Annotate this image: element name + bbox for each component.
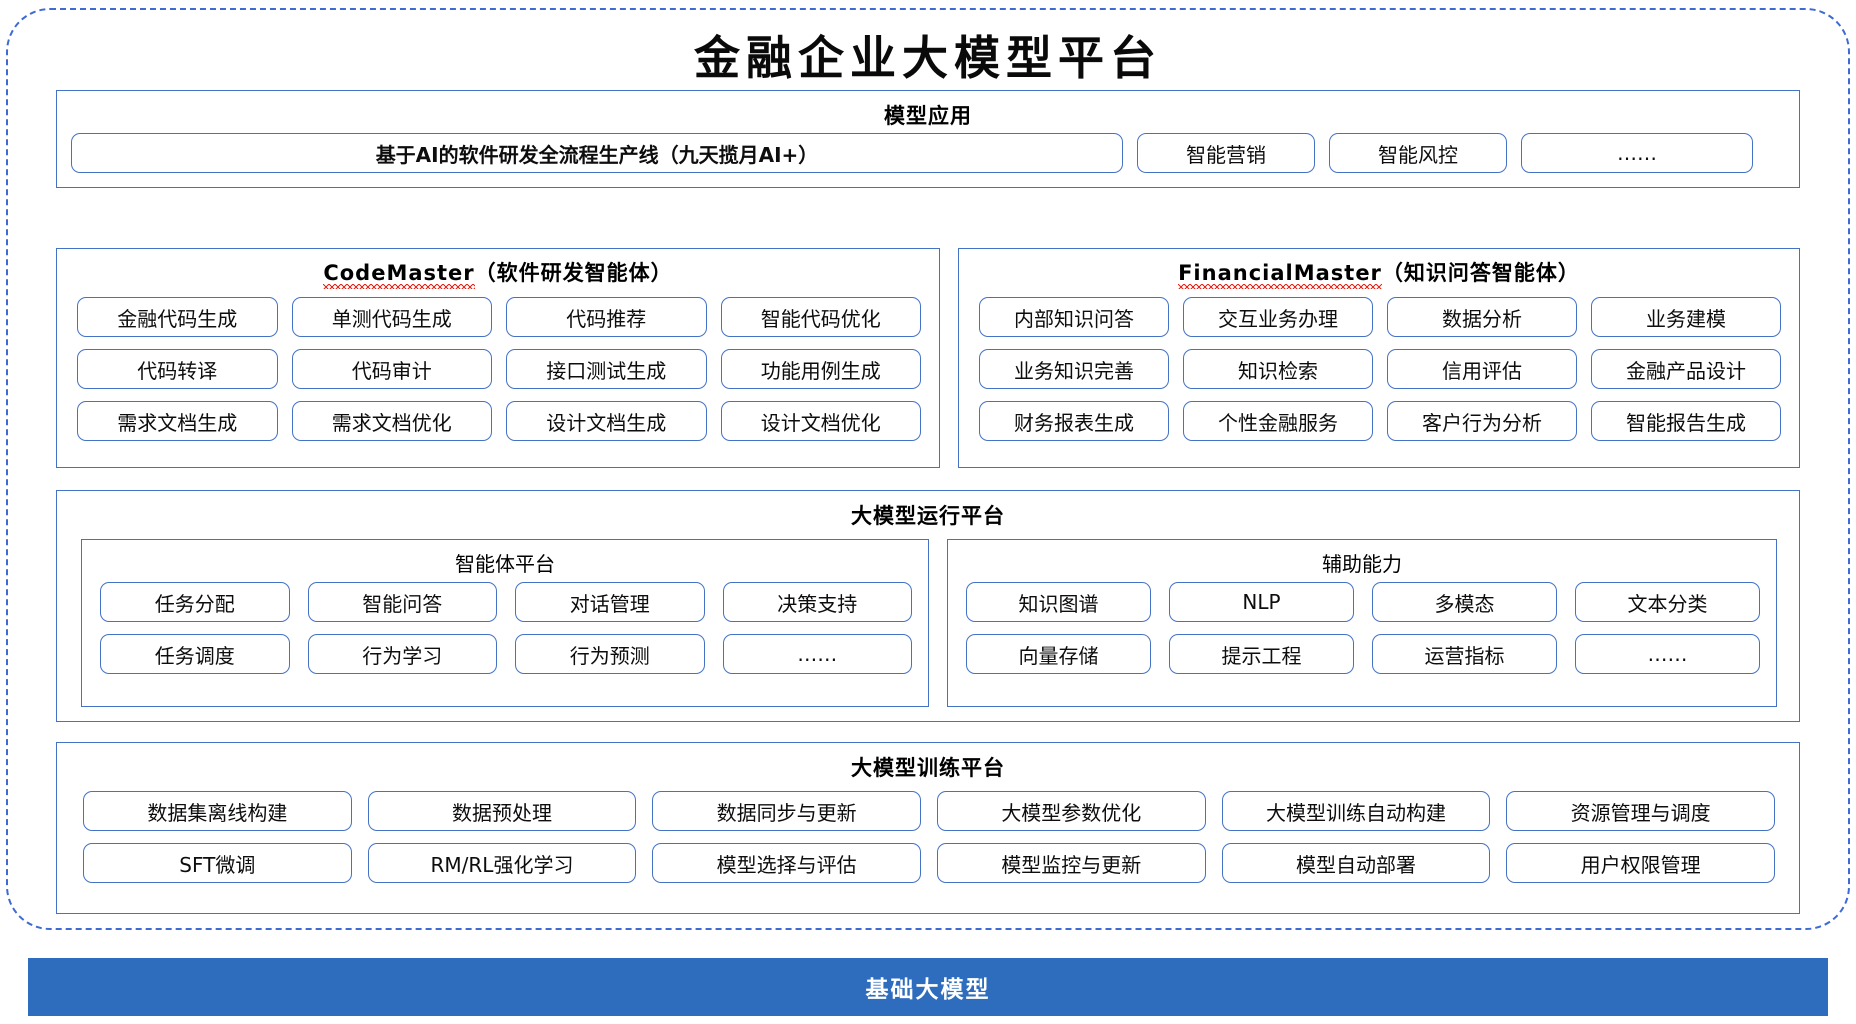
tile-training-6[interactable]: SFT微调 (83, 843, 352, 883)
aux-capability-tile-grid: 知识图谱 NLP 多模态 文本分类 向量存储 提示工程 运营指标 …… (966, 582, 1760, 674)
tile-aux-capability-1[interactable]: NLP (1169, 582, 1354, 622)
tile-financial-master-6[interactable]: 信用评估 (1387, 349, 1577, 389)
subsection-agent-platform: 智能体平台 任务分配 智能问答 对话管理 决策支持 任务调度 行为学习 行为预测… (81, 539, 929, 707)
tile-agent-platform-5[interactable]: 行为学习 (307, 634, 497, 674)
page-title: 金融企业大模型平台 (694, 31, 1162, 85)
tile-code-master-8[interactable]: 需求文档生成 (77, 401, 278, 441)
tile-training-5[interactable]: 资源管理与调度 (1506, 791, 1775, 831)
tile-code-master-5[interactable]: 代码审计 (291, 349, 492, 389)
tile-training-7[interactable]: RM/RL强化学习 (367, 843, 637, 883)
tile-training-9[interactable]: 模型监控与更新 (936, 843, 1206, 883)
subsection-title-aux-capability: 辅助能力 (1322, 552, 1402, 576)
section-title-financial-master: FinancialMaster（知识问答智能体） (959, 257, 1799, 289)
tile-aux-capability-7[interactable]: …… (1575, 634, 1760, 674)
tile-smart-risk-control[interactable]: 智能风控 (1329, 133, 1507, 173)
tile-code-master-4[interactable]: 代码转译 (77, 349, 278, 389)
section-title-code-master: CodeMaster（软件研发智能体） (57, 257, 939, 289)
tile-financial-master-2[interactable]: 数据分析 (1387, 297, 1577, 337)
tile-agent-platform-3[interactable]: 决策支持 (722, 582, 912, 622)
tile-aux-capability-3[interactable]: 文本分类 (1575, 582, 1760, 622)
tile-code-master-6[interactable]: 接口测试生成 (506, 349, 707, 389)
tile-financial-master-9[interactable]: 个性金融服务 (1183, 401, 1373, 441)
tile-agent-platform-6[interactable]: 行为预测 (515, 634, 705, 674)
financial-master-subtitle: （知识问答智能体） (1381, 261, 1580, 285)
tile-training-0[interactable]: 数据集离线构建 (83, 791, 352, 831)
section-financial-master: FinancialMaster（知识问答智能体） 内部知识问答 交互业务办理 数… (958, 248, 1800, 468)
tile-aux-capability-5[interactable]: 提示工程 (1169, 634, 1354, 674)
section-training-platform: 大模型训练平台 数据集离线构建 数据预处理 数据同步与更新 大模型参数优化 大模… (56, 742, 1800, 914)
tile-financial-master-4[interactable]: 业务知识完善 (979, 349, 1169, 389)
tile-aux-capability-6[interactable]: 运营指标 (1372, 634, 1557, 674)
tile-code-master-7[interactable]: 功能用例生成 (720, 349, 921, 389)
tile-training-10[interactable]: 模型自动部署 (1221, 843, 1491, 883)
tile-more-applications[interactable]: …… (1521, 133, 1753, 173)
agent-platform-tile-grid: 任务分配 智能问答 对话管理 决策支持 任务调度 行为学习 行为预测 …… (100, 582, 912, 674)
tile-financial-master-0[interactable]: 内部知识问答 (979, 297, 1169, 337)
tile-financial-master-7[interactable]: 金融产品设计 (1591, 349, 1781, 389)
financial-master-tile-grid: 内部知识问答 交互业务办理 数据分析 业务建模 业务知识完善 知识检索 信用评估… (979, 297, 1781, 441)
code-master-tile-grid: 金融代码生成 单测代码生成 代码推荐 智能代码优化 代码转译 代码审计 接口测试… (77, 297, 921, 441)
tile-aux-capability-0[interactable]: 知识图谱 (966, 582, 1151, 622)
tile-agent-platform-0[interactable]: 任务分配 (100, 582, 290, 622)
tile-financial-master-11[interactable]: 智能报告生成 (1591, 401, 1781, 441)
tile-agent-platform-7[interactable]: …… (722, 634, 912, 674)
tile-training-2[interactable]: 数据同步与更新 (652, 791, 921, 831)
tile-code-master-0[interactable]: 金融代码生成 (77, 297, 278, 337)
tile-training-8[interactable]: 模型选择与评估 (652, 843, 921, 883)
section-title-training-platform: 大模型训练平台 (851, 756, 1005, 780)
tile-agent-platform-2[interactable]: 对话管理 (515, 582, 705, 622)
tile-financial-master-10[interactable]: 客户行为分析 (1387, 401, 1577, 441)
tile-code-master-1[interactable]: 单测代码生成 (291, 297, 492, 337)
tile-training-3[interactable]: 大模型参数优化 (936, 791, 1206, 831)
section-model-application: 模型应用 基于AI的软件研发全流程生产线（九天揽月AI+） 智能营销 智能风控 … (56, 90, 1800, 188)
tile-code-master-9[interactable]: 需求文档优化 (291, 401, 492, 441)
base-model-bar: 基础大模型 (28, 958, 1828, 1016)
outer-dashed-frame (6, 8, 1850, 930)
section-code-master: CodeMaster（软件研发智能体） 金融代码生成 单测代码生成 代码推荐 智… (56, 248, 940, 468)
tile-code-master-3[interactable]: 智能代码优化 (720, 297, 921, 337)
subsection-aux-capability: 辅助能力 知识图谱 NLP 多模态 文本分类 向量存储 提示工程 运营指标 …… (947, 539, 1777, 707)
section-runtime-platform: 大模型运行平台 智能体平台 任务分配 智能问答 对话管理 决策支持 任务调度 行… (56, 490, 1800, 722)
tile-ai-software-pipeline[interactable]: 基于AI的软件研发全流程生产线（九天揽月AI+） (71, 133, 1123, 173)
tile-code-master-2[interactable]: 代码推荐 (506, 297, 707, 337)
subsection-title-agent-platform: 智能体平台 (455, 552, 555, 576)
tile-financial-master-3[interactable]: 业务建模 (1591, 297, 1781, 337)
tile-financial-master-8[interactable]: 财务报表生成 (979, 401, 1169, 441)
section-title-model-application: 模型应用 (884, 104, 972, 128)
tile-smart-marketing[interactable]: 智能营销 (1137, 133, 1315, 173)
section-title-runtime-platform: 大模型运行平台 (851, 504, 1005, 528)
tile-training-1[interactable]: 数据预处理 (367, 791, 637, 831)
tile-code-master-10[interactable]: 设计文档生成 (506, 401, 707, 441)
tile-financial-master-5[interactable]: 知识检索 (1183, 349, 1373, 389)
training-platform-tile-grid: 数据集离线构建 数据预处理 数据同步与更新 大模型参数优化 大模型训练自动构建 … (83, 791, 1775, 883)
tile-code-master-11[interactable]: 设计文档优化 (720, 401, 921, 441)
tile-agent-platform-1[interactable]: 智能问答 (307, 582, 497, 622)
tile-agent-platform-4[interactable]: 任务调度 (100, 634, 290, 674)
tile-training-4[interactable]: 大模型训练自动构建 (1221, 791, 1491, 831)
tile-financial-master-1[interactable]: 交互业务办理 (1183, 297, 1373, 337)
tile-aux-capability-4[interactable]: 向量存储 (966, 634, 1151, 674)
financial-master-name: FinancialMaster (1178, 261, 1382, 289)
code-master-subtitle: （软件研发智能体） (474, 261, 673, 285)
tile-aux-capability-2[interactable]: 多模态 (1372, 582, 1557, 622)
code-master-name: CodeMaster (323, 261, 475, 289)
tile-training-11[interactable]: 用户权限管理 (1506, 843, 1775, 883)
model-application-tile-row: 基于AI的软件研发全流程生产线（九天揽月AI+） 智能营销 智能风控 …… (71, 133, 1787, 173)
